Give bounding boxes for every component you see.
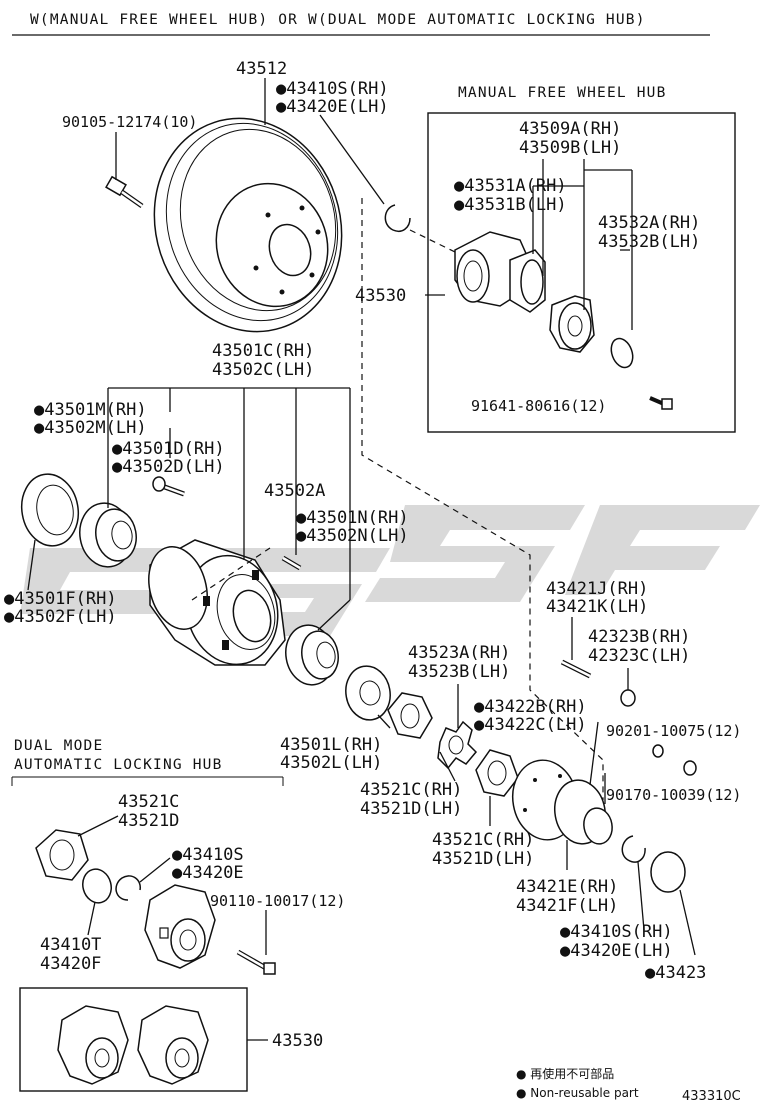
brake-disc-43512 [153, 117, 343, 333]
manual-hub-title: MANUAL FREE WHEEL HUB [458, 85, 667, 101]
legend-english: ● Non-reusable part [516, 1086, 639, 1100]
hub-body-43531-icon [454, 231, 546, 313]
label-43420E-lh-b: ●43420E(LH) [560, 941, 673, 961]
label-43521C-c: 43521C [118, 792, 179, 812]
stud-43421K-icon [560, 659, 592, 679]
label-43530-top: 43530 [355, 286, 406, 306]
label-43410S-rh-b: ●43410S(RH) [560, 922, 673, 942]
snap-ring-lower-icon [621, 835, 646, 863]
label-42323B: 42323B(RH) [588, 627, 690, 647]
label-43509A: 43509A(RH) [519, 119, 621, 139]
label-90110: 90110-10017(12) [210, 892, 345, 910]
label-43502N: ●43502N(LH) [296, 526, 409, 546]
label-43521D-c: 43521D [118, 811, 179, 831]
dashed-assembly-path [361, 198, 604, 800]
label-43421E: 43421E(RH) [516, 877, 618, 897]
locking-hub-assembly-box [19, 987, 248, 1092]
label-42323C: 42323C(LH) [588, 646, 690, 666]
dual-mode-title-line1: DUAL MODE [14, 738, 103, 754]
manual-hub-box [427, 112, 736, 433]
label-43523A: 43523A(RH) [408, 643, 510, 663]
legend-japanese: ● 再使用不可部品 [516, 1066, 614, 1081]
label-43423: ●43423 [645, 963, 706, 983]
label-43421K: 43421K(LH) [546, 597, 648, 617]
label-43502M: ●43502M(LH) [34, 418, 147, 438]
label-43501N: ●43501N(RH) [296, 508, 409, 528]
label-91641: 91641-80616(12) [471, 397, 606, 415]
label-43523B: 43523B(LH) [408, 662, 510, 682]
washer-43420F-icon [82, 868, 112, 904]
label-43530-bottom: 43530 [272, 1031, 323, 1051]
label-90170: 90170-10039(12) [606, 786, 741, 804]
nut-43521D-icon [387, 692, 433, 739]
bearing-43502N-icon [285, 624, 339, 686]
nut-42323C-icon [620, 689, 636, 707]
label-43531B: ●43531B(LH) [454, 195, 567, 215]
label-43501C: 43501C(RH) [212, 341, 314, 361]
locking-hub-assembly-left-icon [57, 1005, 129, 1085]
label-43502C: 43502C(LH) [212, 360, 314, 380]
label-43421F: 43421F(LH) [516, 896, 618, 916]
axle-hub-43502C [148, 539, 286, 666]
label-43521D-b: 43521D(LH) [432, 849, 534, 869]
label-43502A: 43502A [264, 481, 325, 501]
flange-43421F-icon [511, 759, 613, 845]
label-43509B: 43509B(LH) [519, 138, 621, 158]
lock-washer-43523B-icon [437, 720, 478, 770]
bearing-43502M-icon [79, 502, 137, 568]
bolt-91641-icon [649, 396, 673, 410]
snap-ring-43420E-icon [115, 875, 141, 901]
label-43521D-a: 43521D(LH) [360, 799, 462, 819]
washer-90201-icon [652, 744, 664, 758]
label-43502D: ●43502D(LH) [112, 457, 225, 477]
label-43501M: ●43501M(RH) [34, 400, 147, 420]
label-43410S-rh: ●43410S(RH) [276, 79, 389, 99]
washer-43502L-icon [345, 665, 391, 721]
label-43512: 43512 [236, 59, 287, 79]
label-90105: 90105-12174(10) [62, 113, 197, 131]
clutch-gear-43532-icon [549, 295, 595, 353]
label-43420E-lh: ●43420E(LH) [276, 97, 389, 117]
label-43501D: ●43501D(RH) [112, 439, 225, 459]
bolt-90105-icon [105, 175, 144, 209]
label-43521C-a: 43521C(RH) [360, 780, 462, 800]
label-43420F: 43420F [40, 954, 101, 974]
locking-hub-43530-icon [144, 884, 216, 969]
label-43521C-b: 43521C(RH) [432, 830, 534, 850]
pin-43502A-icon [281, 555, 302, 571]
nut-43521D-second-icon [475, 749, 519, 797]
label-43502F: ●43502F(LH) [4, 607, 117, 627]
diagram-code: 433310C [682, 1089, 741, 1104]
label-43410S-c: ●43410S [172, 845, 244, 865]
label-43421J: 43421J(RH) [546, 579, 648, 599]
label-43422B: ●43422B(RH) [474, 697, 587, 717]
oil-seal-43502F-icon [20, 473, 80, 547]
label-43422C: ●43422C(LH) [474, 715, 587, 735]
dual-mode-title-line2: AUTOMATIC LOCKING HUB [14, 757, 223, 773]
label-43532B: 43532B(LH) [598, 232, 700, 252]
nut-43521D-dual-icon [35, 829, 89, 881]
o-ring-icon [610, 337, 634, 369]
label-43501F: ●43501F(RH) [4, 589, 117, 609]
locking-hub-assembly-right-icon [137, 1005, 209, 1085]
label-43531A: ●43531A(RH) [454, 176, 567, 196]
bolt-43502D-icon [152, 476, 185, 497]
snap-ring-top-icon [384, 204, 411, 232]
label-43410T: 43410T [40, 935, 101, 955]
label-43502L: 43502L(LH) [280, 753, 382, 773]
label-43501L: 43501L(RH) [280, 735, 382, 755]
grease-cap-43423-icon [650, 851, 686, 893]
label-43420E-c: ●43420E [172, 863, 244, 883]
nut-90170-icon [683, 760, 697, 776]
label-90201: 90201-10075(12) [606, 722, 741, 740]
diagram-title: W(MANUAL FREE WHEEL HUB) OR W(DUAL MODE … [30, 12, 646, 28]
label-43532A: 43532A(RH) [598, 213, 700, 233]
bolt-90110-icon [236, 949, 276, 975]
